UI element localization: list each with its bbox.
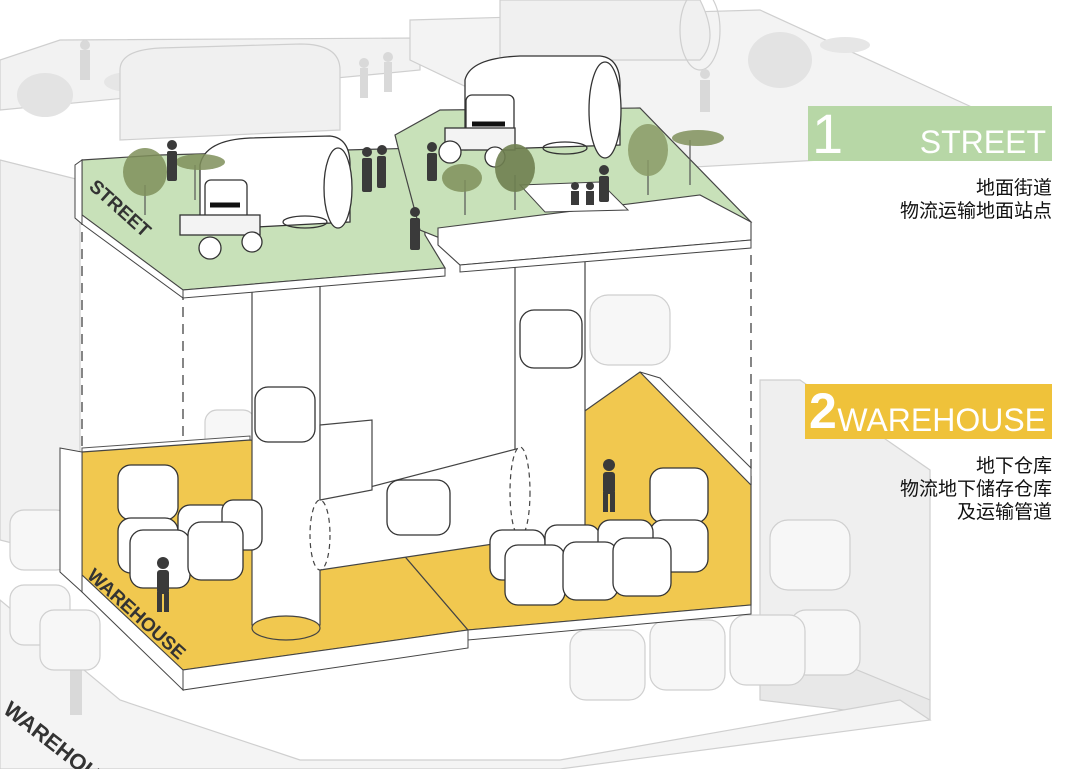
cargo-box-on-column: [254, 386, 316, 443]
street-caption-line: 物流运输地面站点: [899, 200, 1052, 222]
tree-icon: [442, 164, 482, 215]
tree-icon: [628, 124, 668, 195]
dashed-edges: [81, 215, 752, 510]
tree-icon: [495, 144, 535, 210]
person-figure: [586, 182, 594, 205]
cargo-box-in-tube: [386, 479, 451, 536]
street-caption: 地面街道 物流运输地面站点: [900, 177, 1052, 223]
cargo-box-right-column: [519, 309, 583, 369]
warehouse-caption-line: 物流地下储存仓库: [899, 478, 1052, 500]
warehouse-caption-line: 地下仓库: [975, 455, 1052, 477]
person-figure: [599, 165, 609, 202]
person-figure: [410, 207, 420, 250]
person-figure: [427, 142, 437, 181]
street-label: 1 STREET: [808, 102, 1052, 165]
person-figure: [362, 147, 372, 192]
street-caption-line: 地面街道: [975, 177, 1052, 199]
warehouse-caption-line: 及运输管道: [956, 501, 1052, 523]
tree-icon: [123, 148, 167, 215]
person-figure: [377, 145, 387, 188]
street-people: [167, 140, 609, 250]
street-label-number: 1: [812, 102, 844, 165]
warehouse-caption: 地下仓库 物流地下储存仓库 及运输管道: [900, 455, 1052, 524]
street-label-word: STREET: [919, 124, 1046, 160]
street-vehicles: [179, 55, 622, 260]
street-trees: [123, 124, 724, 215]
tree-icon: [672, 130, 724, 185]
warehouse-label-word: WAREHOUSE: [837, 402, 1046, 438]
person-figure: [167, 140, 177, 181]
warehouse-label: 2 WAREHOUSE: [805, 384, 1052, 439]
cargo-boxes: [117, 309, 709, 606]
warehouse-label-number: 2: [809, 383, 837, 439]
warehouse-people: [157, 459, 615, 612]
person-figure: [157, 557, 169, 612]
person-figure: [603, 459, 615, 512]
person-figure: [571, 182, 579, 205]
tree-icon: [175, 154, 225, 200]
